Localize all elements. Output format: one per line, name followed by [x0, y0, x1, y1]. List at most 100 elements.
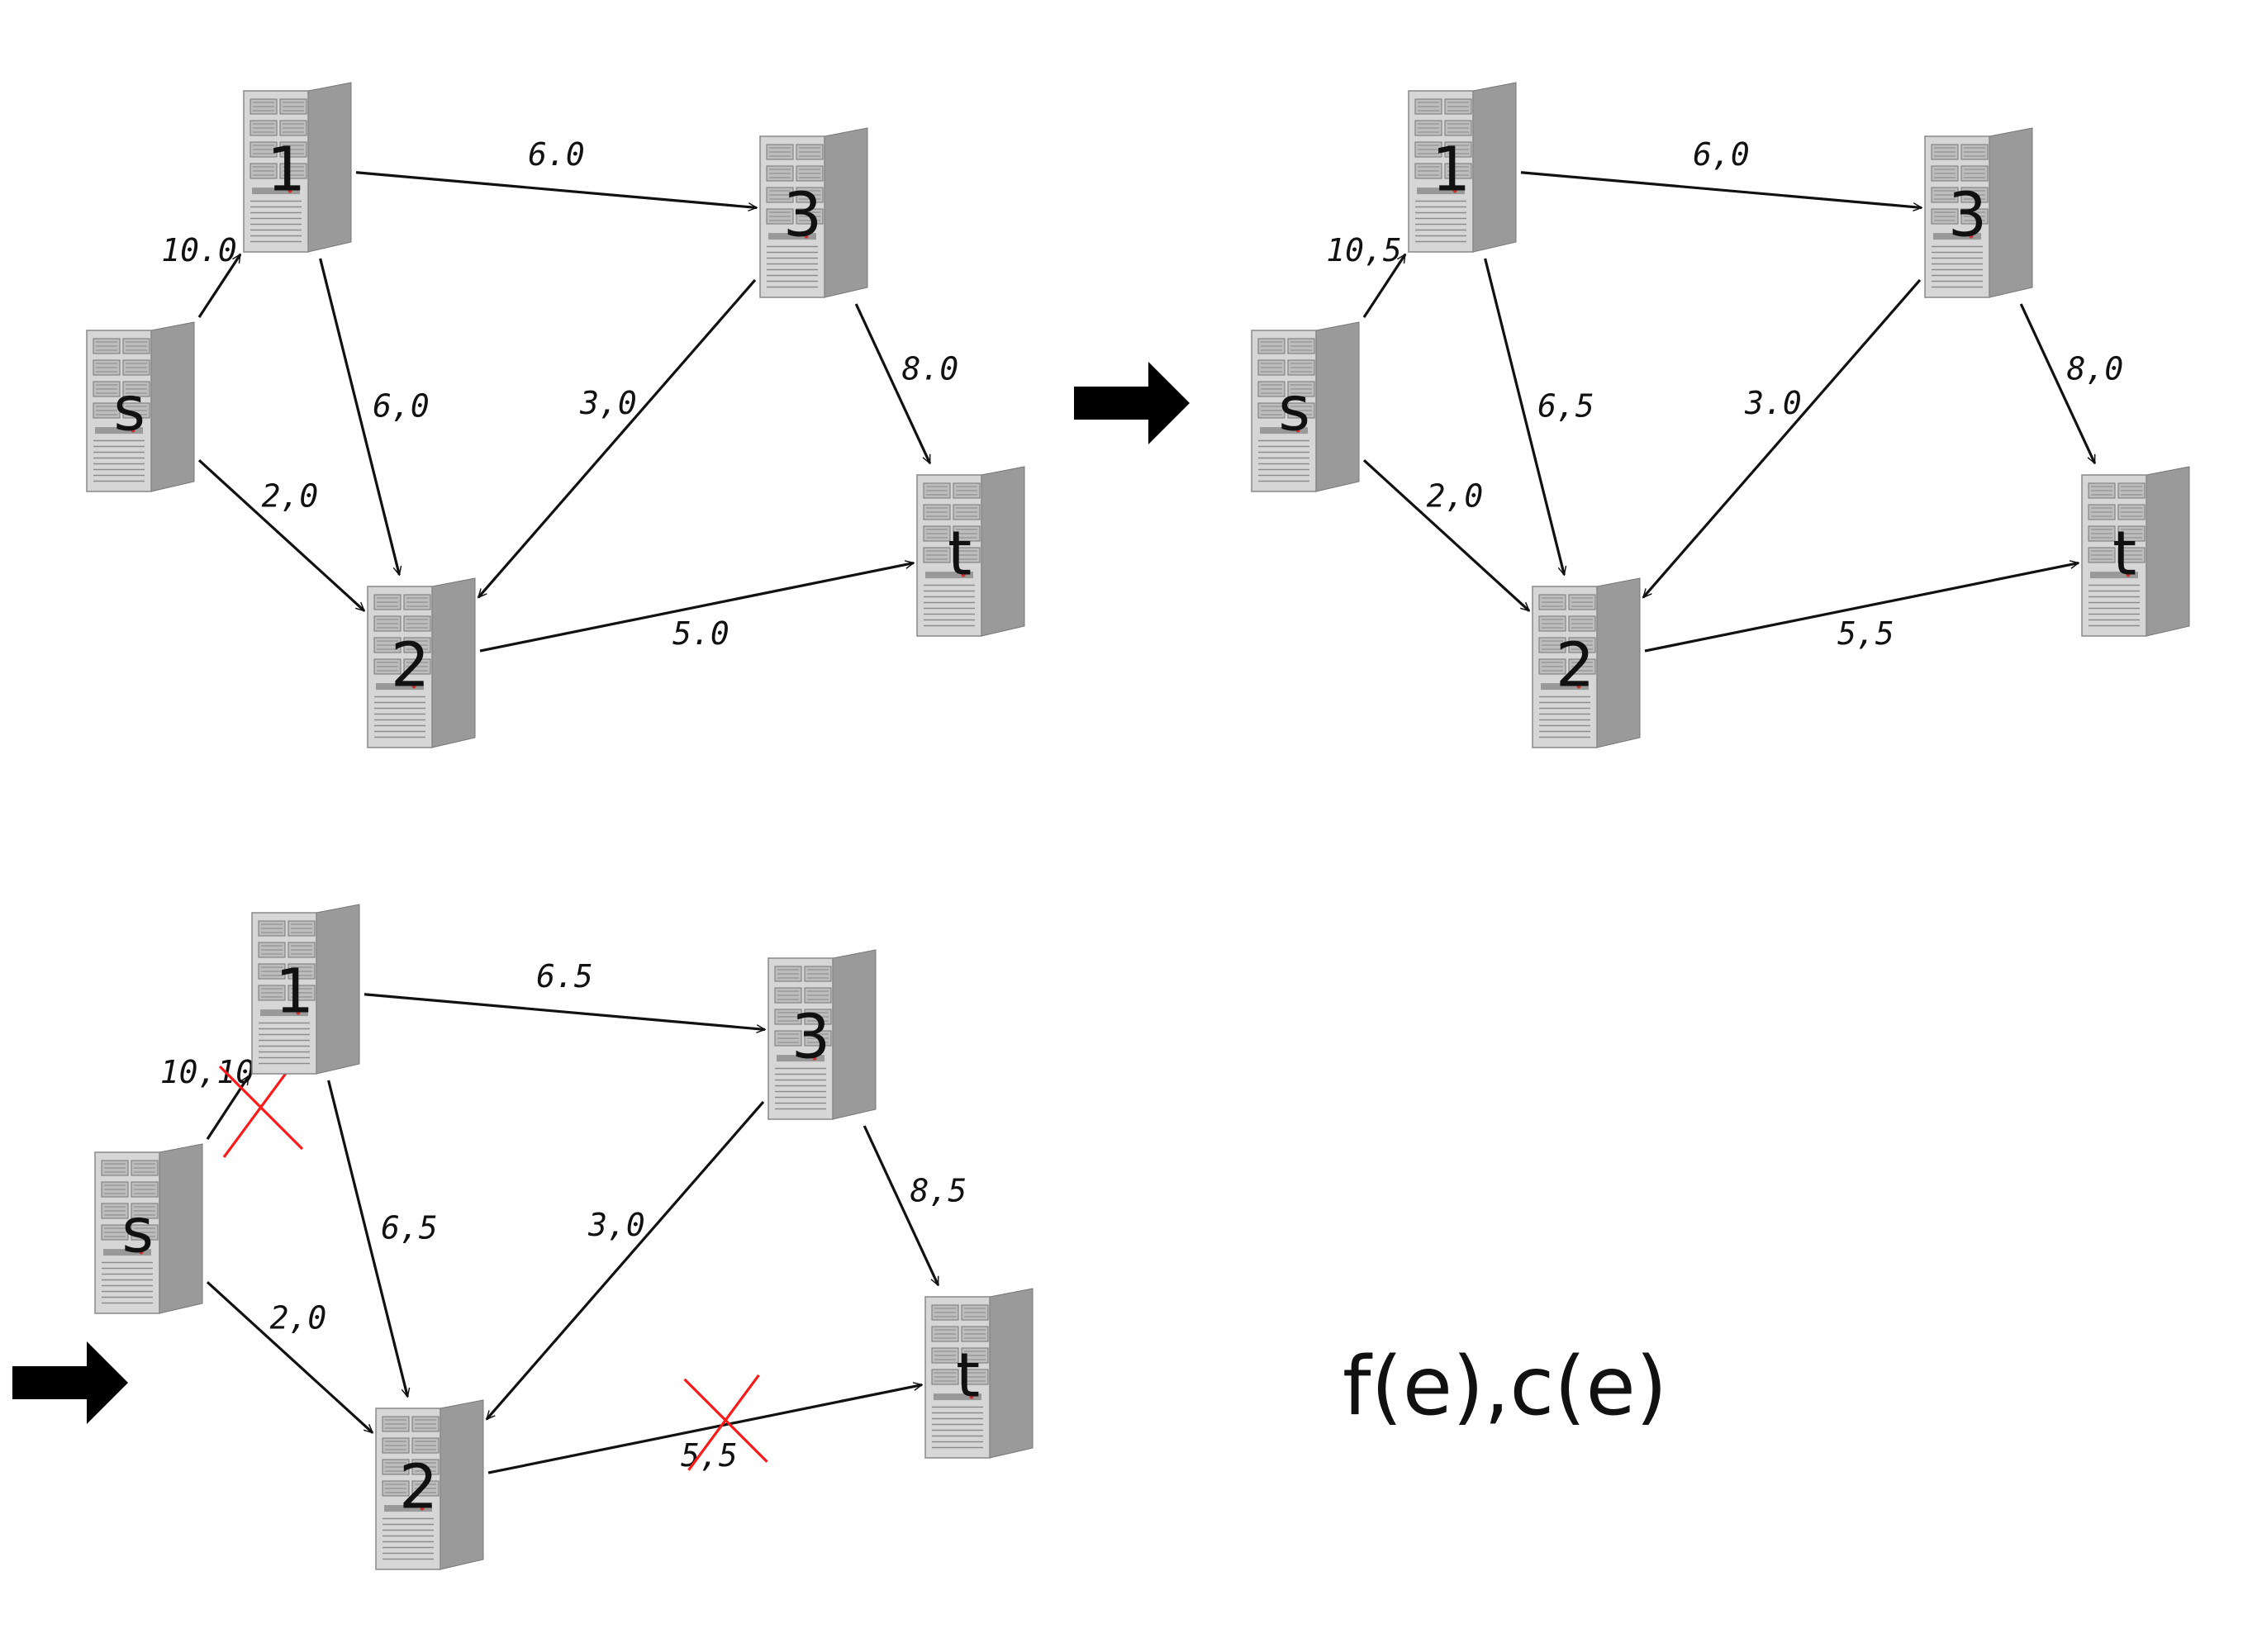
edge-arrow — [1362, 459, 1529, 612]
node-s: s — [1251, 321, 1360, 492]
edge-1-2: 6,5 — [327, 1080, 438, 1397]
edge-label: 10,10 — [160, 1054, 254, 1090]
node-label: 3 — [1948, 180, 1987, 251]
server-tower-icon — [243, 82, 352, 253]
edge-arrow — [197, 459, 364, 612]
edge-arrow — [487, 1385, 922, 1474]
node-label: t — [948, 519, 972, 590]
edge-label: 2,0 — [1427, 477, 1484, 514]
server-tower-icon — [86, 321, 195, 492]
edge-1-2: 6,0 — [319, 258, 430, 575]
network-panel-step1: 10.0 6.0 6,02,0 3,0 8.0 5.0 s 1 2 3 t — [86, 82, 1025, 748]
node-3: 3 — [759, 127, 868, 298]
edge-label: 10,5 — [1326, 232, 1402, 268]
node-t: t — [916, 466, 1025, 637]
edge-arrow — [206, 1281, 373, 1434]
edge-arrow — [863, 1125, 940, 1285]
cut-mark-icon — [218, 1061, 304, 1158]
edge-arrow — [1520, 171, 1922, 208]
edge-2-t: 5,5 — [1644, 563, 2079, 653]
server-tower-icon — [1251, 321, 1360, 492]
edge-1-2: 6,5 — [1484, 258, 1594, 575]
edge-1-3: 6.5 — [364, 958, 765, 1029]
node-label: 2 — [391, 630, 430, 701]
edge-arrow — [2019, 303, 2097, 463]
edge-label: 3.0 — [1744, 385, 1802, 421]
edge-label: 6,5 — [1537, 388, 1594, 425]
panels-layer: 10.06.06,02,03,08.05.0s123t10,56,06,52,0… — [86, 82, 2190, 1570]
server-tower-icon — [375, 1399, 484, 1570]
edge-s-1: 10,5 — [1326, 232, 1407, 319]
node-label: s — [113, 374, 145, 445]
node-2: 2 — [375, 1399, 484, 1570]
step-arrow-icon — [12, 1341, 128, 1424]
node-1: 1 — [1408, 82, 1517, 253]
node-t: t — [2081, 466, 2190, 637]
edge-label: 3,0 — [587, 1207, 645, 1243]
node-label: 1 — [275, 957, 314, 1028]
node-3: 3 — [1924, 127, 2033, 298]
node-label: 1 — [1432, 135, 1471, 206]
server-tower-icon — [924, 1288, 1034, 1459]
edge-s-1: 10.0 — [161, 232, 242, 319]
edge-2-t: 5.0 — [479, 563, 914, 653]
edge-arrow — [1644, 563, 2079, 653]
node-1: 1 — [243, 82, 352, 253]
edge-label: 6.5 — [536, 958, 593, 995]
node-label: 1 — [267, 135, 306, 206]
edge-3-t: 8.0 — [854, 303, 959, 463]
node-label: 2 — [1556, 630, 1594, 701]
server-tower-icon — [2081, 466, 2190, 637]
server-tower-icon — [1408, 82, 1517, 253]
edge-label: 6,0 — [1693, 136, 1750, 173]
node-label: 2 — [399, 1452, 438, 1523]
edge-arrow — [1484, 258, 1565, 575]
node-s: s — [94, 1143, 203, 1314]
legend-label: f(e),c(e) — [1342, 1340, 1667, 1434]
edge-s-2: 2,0 — [1362, 459, 1529, 612]
server-tower-icon — [1532, 577, 1641, 748]
edge-label: 6,5 — [381, 1210, 438, 1246]
edge-arrow — [364, 993, 765, 1030]
node-1: 1 — [251, 904, 360, 1075]
node-t: t — [924, 1288, 1034, 1459]
server-tower-icon — [367, 577, 476, 748]
server-tower-icon — [916, 466, 1025, 637]
edge-arrow — [319, 258, 400, 575]
edge-label: 5,5 — [1837, 615, 1894, 652]
edge-label: 3,0 — [579, 385, 637, 421]
step-arrow-icon — [1074, 362, 1190, 444]
edge-s-2: 2,0 — [206, 1281, 373, 1434]
node-s: s — [86, 321, 195, 492]
edge-label: 10.0 — [161, 232, 237, 268]
server-tower-icon — [767, 949, 877, 1120]
edge-3-2: 3,0 — [477, 278, 757, 597]
cut-mark-icon — [683, 1374, 768, 1471]
node-label: t — [2112, 519, 2136, 590]
edge-arrow — [355, 171, 757, 208]
node-2: 2 — [1532, 577, 1641, 748]
edge-s-2: 2,0 — [197, 459, 364, 612]
edge-label: 8.0 — [902, 351, 959, 387]
edge-3-2: 3,0 — [485, 1100, 765, 1419]
edge-label: 8,0 — [2067, 351, 2124, 387]
edge-arrow — [479, 563, 914, 653]
edge-arrow — [854, 303, 932, 463]
node-label: t — [956, 1341, 980, 1412]
node-3: 3 — [767, 949, 877, 1120]
network-panel-step2: 10,5 6,0 6,5 2,0 3.0 8,0 5,5 s 1 2 3 t — [1251, 82, 2190, 748]
edge-label: 5.0 — [672, 615, 729, 652]
edge-label: 6.0 — [528, 136, 585, 173]
server-tower-icon — [251, 904, 360, 1075]
node-label: s — [1278, 374, 1310, 445]
edge-label: 6,0 — [373, 388, 430, 425]
node-label: 3 — [791, 1002, 830, 1073]
edge-3-2: 3.0 — [1642, 278, 1922, 597]
server-tower-icon — [94, 1143, 203, 1314]
edge-arrow — [1642, 278, 1922, 597]
server-tower-icon — [1924, 127, 2033, 298]
edge-2-t: 5,5 — [487, 1374, 922, 1474]
edge-arrow — [485, 1100, 765, 1419]
